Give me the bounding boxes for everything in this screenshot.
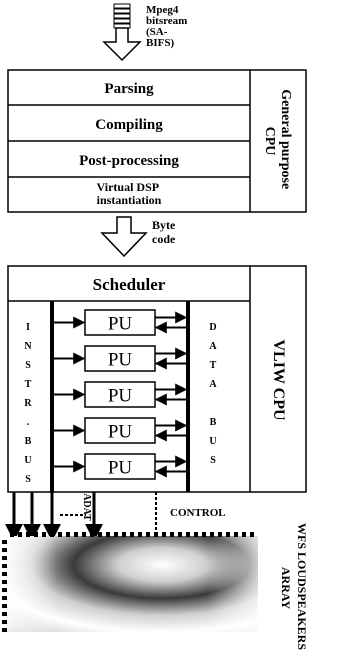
speaker-tick <box>2 628 7 632</box>
speaker-tick <box>250 532 254 537</box>
speaker-tick <box>186 532 190 537</box>
speaker-tick <box>2 564 7 568</box>
speaker-tick <box>170 532 174 537</box>
bus-letter: S <box>25 474 31 485</box>
speaker-tick <box>2 548 7 552</box>
speaker-tick <box>2 620 7 624</box>
speaker-tick <box>2 596 7 600</box>
speaker-tick <box>10 532 14 537</box>
bus-letter: S <box>25 360 31 371</box>
pu-label: PU <box>108 350 133 371</box>
speaker-tick <box>2 540 7 544</box>
loudspeaker-ticks <box>2 532 254 632</box>
speaker-tick <box>98 532 102 537</box>
processing-unit: PU <box>54 345 188 372</box>
pu-label: PU <box>108 314 133 335</box>
cpu-label: General purpose CPU <box>262 89 293 192</box>
speaker-tick <box>154 532 158 537</box>
speaker-tick <box>2 604 7 608</box>
bytecode-label: Byte code <box>152 218 178 246</box>
bus-letter: B <box>210 417 217 428</box>
bus-letter: A <box>209 341 217 352</box>
speaker-tick <box>122 532 126 537</box>
bus-letter: N <box>24 341 32 352</box>
speaker-tick <box>194 532 198 537</box>
speaker-tick <box>178 532 182 537</box>
pu-label: PU <box>108 386 133 407</box>
wfs-loudspeaker-array: WFS LOUDSPEAKERS ARRAY <box>2 523 309 653</box>
pu-box <box>84 309 156 336</box>
control-label: CONTROL <box>170 507 226 519</box>
processing-unit: PU <box>54 417 188 444</box>
stage-post-processing: Post-processing <box>79 153 179 169</box>
bytecode-down-arrow-icon <box>100 216 148 258</box>
processing-units: PU PU PU PU PU <box>54 309 188 480</box>
speaker-tick <box>90 532 94 537</box>
processing-unit: PU <box>54 309 188 336</box>
speaker-tick <box>66 532 70 537</box>
scheduler-label: Scheduler <box>93 275 166 294</box>
stage-parsing: Parsing <box>104 81 154 97</box>
speaker-tick <box>210 532 214 537</box>
speaker-tick <box>58 532 62 537</box>
speaker-tick <box>218 532 222 537</box>
speaker-tick <box>106 532 110 537</box>
speaker-tick <box>42 532 46 537</box>
speaker-tick <box>2 588 7 592</box>
bitstream-down-arrow-icon <box>102 27 142 62</box>
speaker-tick <box>242 532 246 537</box>
pu-label: PU <box>108 458 133 479</box>
processing-unit: PU <box>54 381 188 408</box>
speaker-tick <box>26 532 30 537</box>
bus-letter: T <box>25 379 32 390</box>
pu-label: PU <box>108 422 133 443</box>
speaker-tick <box>146 532 150 537</box>
speaker-tick <box>162 532 166 537</box>
vliw-label: VLIW CPU <box>270 339 287 420</box>
stage-compiling: Compiling <box>95 117 163 133</box>
bitstream-stack-icon <box>113 3 131 29</box>
speaker-tick <box>114 532 118 537</box>
speaker-tick <box>130 532 134 537</box>
speaker-tick <box>226 532 230 537</box>
bus-letter: D <box>209 322 216 333</box>
speaker-tick <box>82 532 86 537</box>
bus-letter: T <box>210 360 217 371</box>
speaker-tick <box>2 556 7 560</box>
bytecode-transfer: Byte code <box>100 216 178 258</box>
adat-label: ADAT <box>81 493 92 521</box>
speaker-tick <box>34 532 38 537</box>
bus-letter: U <box>24 455 31 466</box>
speaker-tick <box>2 572 7 576</box>
vliw-outer-box <box>7 265 307 493</box>
bitstream-label: Mpeg4 bitsream (SA- BIFS) <box>146 4 190 49</box>
bus-letter: U <box>209 436 216 447</box>
speaker-tick <box>18 532 22 537</box>
speaker-tick <box>202 532 206 537</box>
bus-letter: B <box>25 436 32 447</box>
bus-letter: . <box>27 417 30 428</box>
bus-letter: R <box>24 398 32 409</box>
speaker-tick <box>138 532 142 537</box>
processing-unit: PU <box>54 453 188 480</box>
speaker-tick <box>50 532 54 537</box>
stage-virtual-dsp: Virtual DSP instantiation <box>97 180 162 207</box>
speaker-tick <box>74 532 78 537</box>
bus-letter: S <box>210 455 216 466</box>
bus-letter: I <box>26 322 30 333</box>
wfs-label: WFS LOUDSPEAKERS ARRAY <box>279 523 309 653</box>
speaker-tick <box>2 612 7 616</box>
bitstream-input: Mpeg4 bitsream (SA- BIFS) <box>102 3 190 62</box>
bus-letter: A <box>209 379 217 390</box>
general-purpose-cpu: Parsing Compiling Post-processing Virtua… <box>7 69 307 213</box>
speaker-tick <box>2 580 7 584</box>
speaker-tick <box>234 532 238 537</box>
pu-box <box>84 417 156 444</box>
